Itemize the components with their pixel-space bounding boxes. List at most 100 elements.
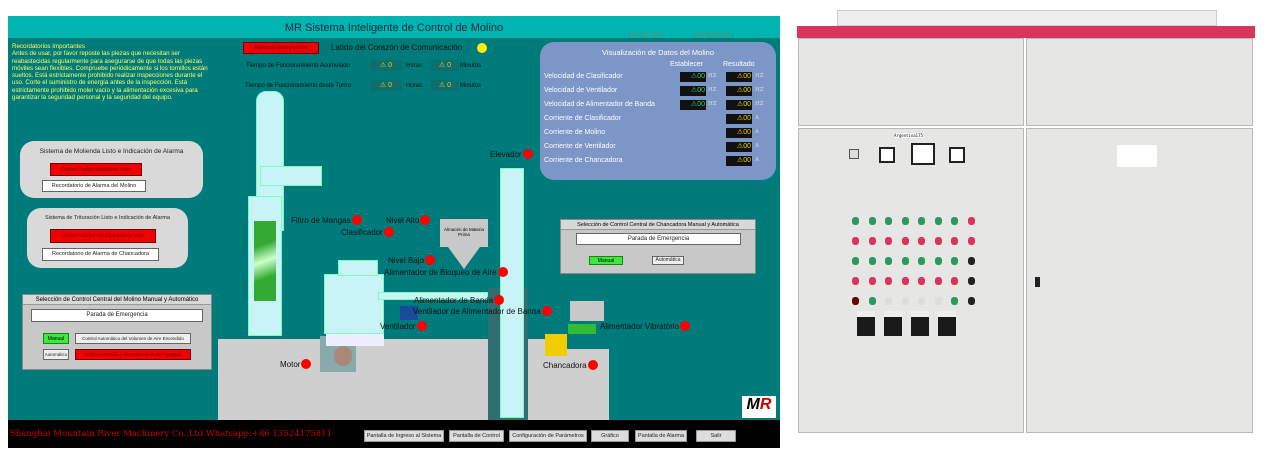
- unit-label: HZ: [708, 73, 717, 79]
- login-screen-button[interactable]: Pantalla de Ingreso al Sistema: [364, 430, 444, 442]
- data-row-label: Corriente de Molino: [544, 129, 606, 136]
- data-row-label: Corriente de Clasificador: [544, 115, 622, 122]
- result-value: ⚠00: [726, 72, 752, 82]
- cabinet-label: Argentina175: [894, 133, 923, 138]
- bag-filter-cartridge: [254, 221, 276, 301]
- push-button: [951, 297, 958, 305]
- result-value: ⚠00: [726, 86, 752, 96]
- classifier: [338, 260, 378, 276]
- unit-label: HZ: [755, 87, 764, 93]
- crusher-auto-button[interactable]: Automática: [652, 256, 684, 265]
- control-screen-button[interactable]: Pantalla de Control: [449, 430, 504, 442]
- push-button: [967, 237, 975, 245]
- result-value: ⚠00: [726, 128, 752, 138]
- selector-switch: [849, 149, 859, 159]
- cabinet-panel-top-left: [798, 38, 1024, 126]
- belt-feeder: [378, 292, 488, 300]
- vibrating-feeder-indicator: Alimentador Vibratório: [600, 321, 691, 331]
- unit-label: A: [755, 129, 759, 135]
- minutes-label: Minutos: [460, 83, 482, 89]
- notes-body: Antes de usar, por favor reposte las pie…: [12, 50, 208, 102]
- crusher-emergency-stop-button[interactable]: Parada de Emergencia: [576, 233, 741, 245]
- chart-button[interactable]: Gráfico: [591, 430, 629, 442]
- push-button: [885, 237, 892, 245]
- motor-indicator: Motor: [280, 359, 312, 369]
- classifier-indicator: Clasificador: [341, 227, 394, 237]
- mill-manual-button[interactable]: Manual: [43, 333, 69, 344]
- push-button: [901, 277, 909, 285]
- push-button: [951, 257, 958, 265]
- push-button: [901, 237, 909, 245]
- gauge-meter: [911, 143, 935, 165]
- result-value: ⚠00: [726, 142, 752, 152]
- push-button: [918, 277, 925, 285]
- push-button: [918, 297, 925, 305]
- col-set-header: Establecer: [670, 61, 704, 68]
- crusher-manual-button[interactable]: Manual: [589, 256, 623, 265]
- inverter-display: [884, 311, 902, 336]
- elevator-indicator: Elevador: [490, 149, 533, 159]
- minutes-label: Minutos: [460, 63, 482, 69]
- air-volume-auto-off-button[interactable]: Control Automático del Volumen de aire A…: [75, 349, 191, 360]
- push-button: [934, 237, 942, 245]
- data-row-label: Velocidad de Clasificador: [544, 73, 623, 80]
- mill-alarm-button[interactable]: Recordatorio de Alarma del Molino: [42, 180, 146, 192]
- title-bar: MR Sistema Inteligente de Control de Mol…: [8, 16, 780, 40]
- nameplate: [1117, 145, 1157, 167]
- mill-auto-button[interactable]: Automático: [43, 349, 69, 360]
- airlock-feeder-indicator: Alimentador de Bloqueo de Aire: [384, 267, 508, 277]
- accumulated-minutes-value: ⚠ 0: [431, 60, 459, 71]
- push-button: [852, 217, 859, 225]
- unit-label: HZ: [708, 87, 717, 93]
- alarm-screen-button[interactable]: Pantalla de Alarma: [635, 430, 687, 442]
- clock-date: 05/20/24: [694, 31, 730, 40]
- data-row-label: Corriente de Ventilador: [544, 143, 616, 150]
- door-handle: [1035, 277, 1040, 287]
- gauge-meter: [879, 147, 895, 163]
- grinding-mill: [324, 274, 384, 334]
- inverter-display: [857, 311, 875, 336]
- parameters-button[interactable]: Configuración de Parámetros: [509, 430, 587, 442]
- push-button: [885, 277, 892, 285]
- push-button: [868, 297, 876, 305]
- bag-filter-indicator: Filtro de Mangas: [291, 215, 362, 225]
- bucket-elevator: [500, 168, 524, 418]
- raw-material-storage: Almacén de Materia Prima: [440, 219, 488, 247]
- heartbeat-indicator: [477, 43, 487, 53]
- push-button: [951, 237, 958, 245]
- crushing-status-box: Sistema de Trituración Listo e Indicació…: [27, 208, 188, 268]
- accumulated-time-label: Tiempo de Funcionamiento Acumulado: [246, 63, 350, 69]
- jaw-crusher: [545, 334, 567, 356]
- grinding-status-box: Sistema de Molienda Listo e Indicación d…: [20, 141, 203, 198]
- duct-pipe-horizontal: [260, 166, 322, 186]
- crusher-foundation: [538, 349, 609, 420]
- mill-emergency-stop-button[interactable]: Parada de Emergencia: [31, 309, 203, 322]
- push-button: [967, 217, 975, 225]
- push-button: [868, 277, 876, 285]
- push-button: [967, 297, 975, 305]
- mr-logo: MR: [742, 396, 776, 418]
- footer-bar: Shanghai Mountain River Machinery Co.,Lt…: [8, 420, 780, 448]
- hmi-screen: MR Sistema Inteligente de Control de Mol…: [8, 16, 780, 448]
- push-button: [852, 257, 859, 265]
- hours-label: Horas: [406, 63, 423, 69]
- push-button: [934, 257, 942, 265]
- shift-time-label: Tiempo de Funcionamiento deste Turno: [245, 83, 351, 89]
- crusher-alarm-button[interactable]: Recordatorio de Alarma de Chancadora: [42, 248, 159, 261]
- power-ready-indicator: Fuente de Energía Listo: [243, 42, 319, 54]
- important-notes: Recordatorios Importantes Antes de usar,…: [12, 43, 212, 101]
- push-button: [901, 297, 909, 305]
- fan: [400, 306, 418, 320]
- push-button: [901, 257, 909, 265]
- crusher-selection-title: Selección de Control Central de Chancado…: [561, 220, 755, 230]
- shift-hours-value: ⚠ 0: [370, 80, 402, 91]
- result-value: ⚠00: [726, 114, 752, 124]
- unit-label: HZ: [708, 101, 717, 107]
- vibrating-feeder-hopper: [570, 301, 604, 321]
- shift-minutes-value: ⚠ 0: [431, 80, 459, 91]
- unit-label: HZ: [755, 73, 764, 79]
- exit-button[interactable]: Salir: [696, 430, 736, 442]
- accumulated-hours-value: ⚠ 0: [370, 60, 402, 71]
- unit-label: HZ: [755, 101, 764, 107]
- air-volume-auto-on-button[interactable]: Control Automático del Volumen de Aire E…: [75, 333, 191, 344]
